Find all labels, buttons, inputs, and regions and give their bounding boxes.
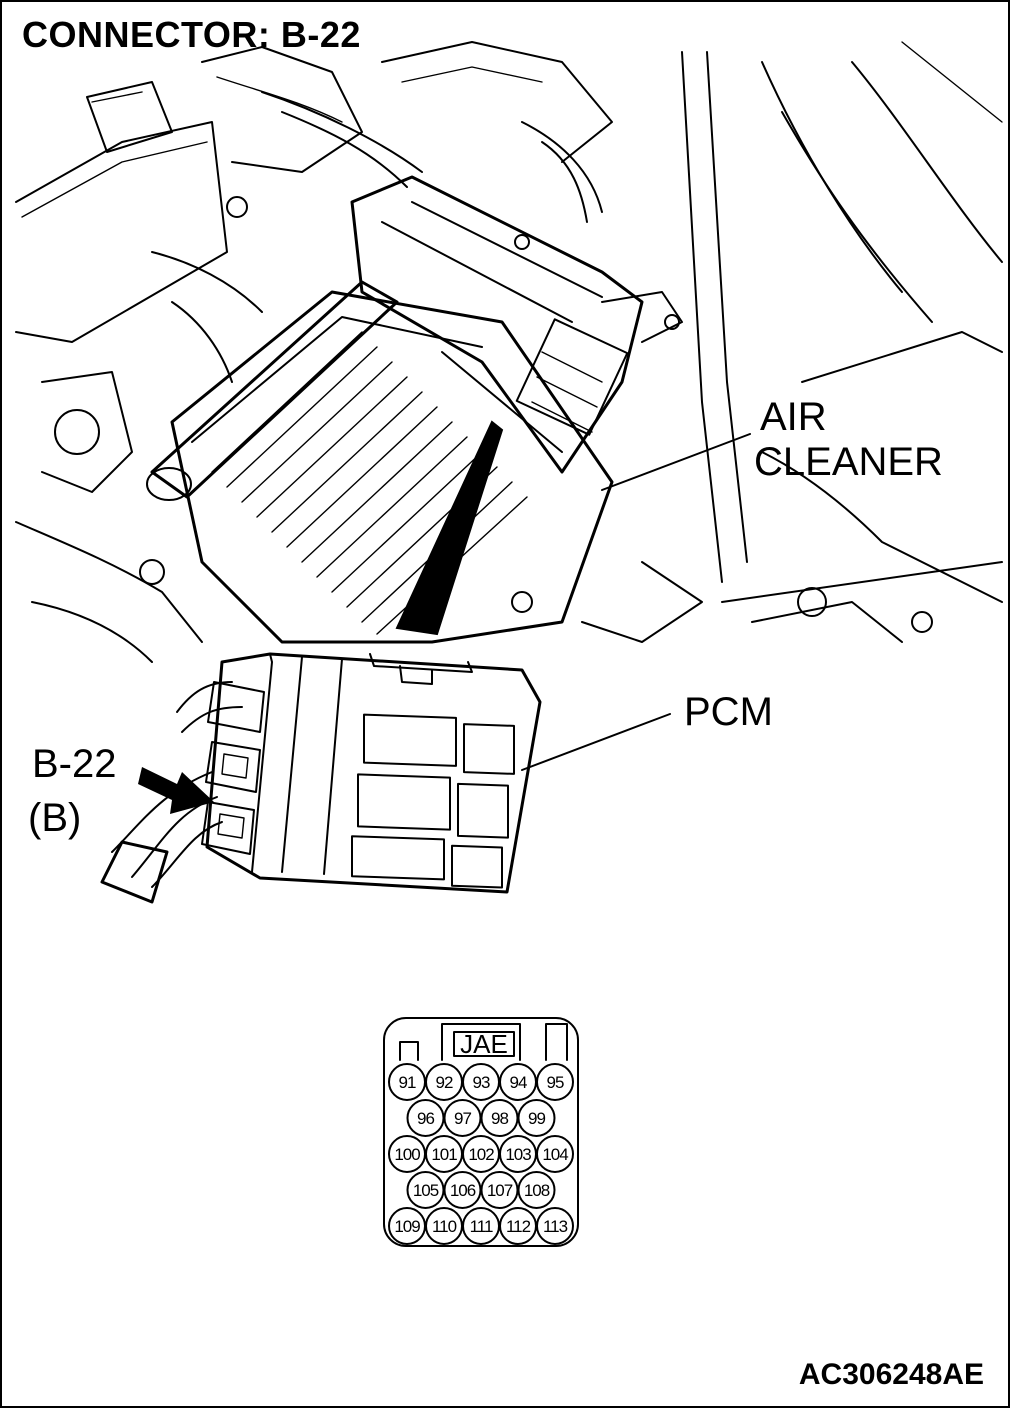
connector-pin-number: 104 bbox=[542, 1145, 568, 1164]
connector-pin-number: 105 bbox=[413, 1181, 439, 1200]
pcm-label: PCM bbox=[684, 690, 773, 734]
air-cleaner-label-line2: CLEANER bbox=[754, 440, 943, 484]
connector-pin-number: 96 bbox=[417, 1109, 434, 1128]
connector-pin-grid: 91 92 93 94 95 96 97 98 99 100 101 102 103 104 105 106 1… bbox=[389, 1064, 573, 1244]
page-title: CONNECTOR: B-22 bbox=[22, 14, 361, 55]
connector-face: JAE 91 92 93 94 95 96 97 98 99 100 101 102 103 104 105… bbox=[384, 1018, 578, 1246]
connector-pin-number: 100 bbox=[394, 1145, 420, 1164]
connector-pin-number: 95 bbox=[547, 1073, 564, 1092]
engine-bay-background bbox=[16, 42, 1002, 662]
connector-pin-number: 93 bbox=[473, 1073, 490, 1092]
air-cleaner-label-line1: AIR bbox=[760, 395, 827, 439]
connector-id-label: B-22 bbox=[32, 742, 117, 786]
connector-pin-number: 99 bbox=[528, 1109, 545, 1128]
connector-pin-number: 113 bbox=[543, 1217, 568, 1236]
pcm-leader bbox=[522, 714, 670, 770]
connector-pin-number: 107 bbox=[487, 1181, 513, 1200]
connector-pin bbox=[519, 1100, 555, 1136]
connector-pin-number: 103 bbox=[505, 1145, 531, 1164]
connector-pin-number: 110 bbox=[432, 1217, 457, 1236]
connector-pin bbox=[537, 1064, 573, 1100]
connector-pin-number: 97 bbox=[454, 1109, 471, 1128]
connector-pin-number: 102 bbox=[468, 1145, 494, 1164]
connector-pin bbox=[519, 1172, 555, 1208]
connector-maker-label: JAE bbox=[460, 1029, 508, 1059]
connector-pin-number: 92 bbox=[436, 1073, 453, 1092]
connector-pin-number: 109 bbox=[394, 1217, 420, 1236]
connector-color-label: (B) bbox=[28, 796, 82, 840]
connector-pin-number: 108 bbox=[524, 1181, 550, 1200]
connector-pin-number: 106 bbox=[450, 1181, 476, 1200]
connector-pin-number: 112 bbox=[506, 1217, 531, 1236]
connector-pin-number: 111 bbox=[470, 1217, 493, 1236]
connector-pin bbox=[537, 1136, 573, 1172]
air-cleaner-assembly bbox=[147, 177, 682, 642]
connector-pin bbox=[537, 1208, 573, 1244]
callout-pointer bbox=[397, 422, 502, 634]
connector-arrow bbox=[138, 767, 214, 814]
connector-pin-number: 98 bbox=[491, 1109, 508, 1128]
pcm-unit bbox=[102, 654, 670, 902]
air-cleaner-leader bbox=[602, 434, 750, 490]
connector-pin-number: 91 bbox=[399, 1073, 416, 1092]
figure-id: AC306248AE bbox=[798, 1358, 984, 1391]
connector-pin-number: 94 bbox=[510, 1073, 527, 1092]
connector-pin-number: 101 bbox=[431, 1145, 457, 1164]
